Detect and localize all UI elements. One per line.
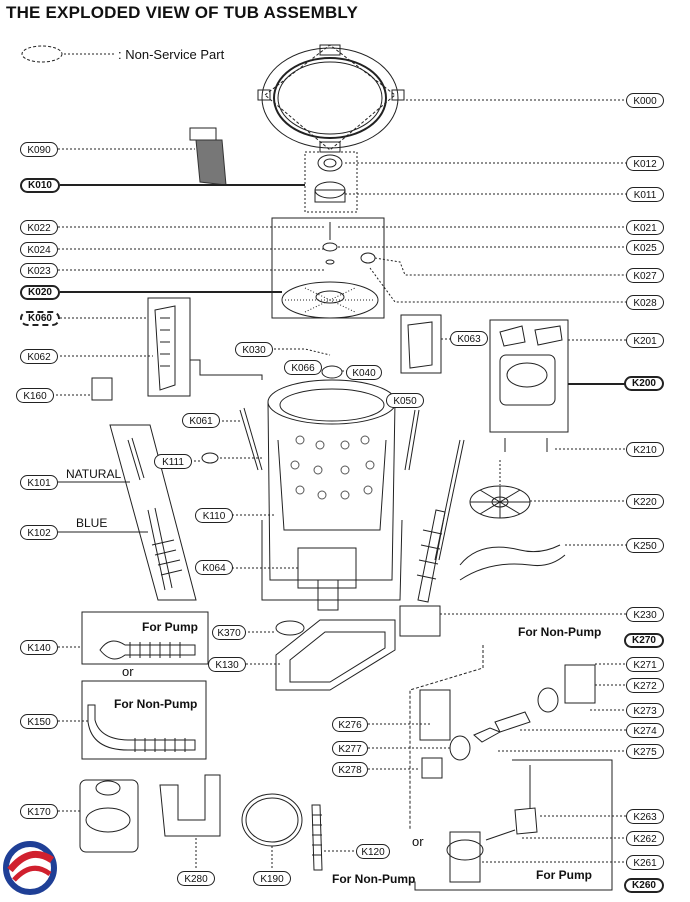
part-label-k011: K011 bbox=[626, 187, 664, 202]
part-label-k140: K140 bbox=[20, 640, 58, 655]
note-for-non-pump-drain: For Non-Pump bbox=[332, 872, 416, 886]
pulley-fan bbox=[469, 485, 531, 519]
part-label-k066: K066 bbox=[284, 360, 322, 375]
part-label-k062: K062 bbox=[20, 349, 58, 364]
part-label-k012: K012 bbox=[626, 156, 664, 171]
note-blue: BLUE bbox=[76, 516, 108, 530]
part-label-k120: K120 bbox=[356, 844, 390, 859]
part-label-k090: K090 bbox=[20, 142, 58, 157]
note-or-hose: or bbox=[122, 664, 134, 679]
part-label-k050: K050 bbox=[386, 393, 424, 408]
note-for-non-pump-valve: For Non-Pump bbox=[518, 625, 602, 639]
note-for-pump-hose: For Pump bbox=[142, 620, 198, 634]
note-or-pump: or bbox=[412, 834, 424, 849]
part-label-k063: K063 bbox=[450, 331, 488, 346]
part-label-k022: K022 bbox=[20, 220, 58, 235]
part-label-k025: K025 bbox=[626, 240, 664, 255]
part-label-k102: K102 bbox=[20, 525, 58, 540]
page-title: THE EXPLODED VIEW OF TUB ASSEMBLY bbox=[6, 3, 358, 22]
part-label-k130: K130 bbox=[208, 657, 246, 672]
part-label-k278: K278 bbox=[332, 762, 368, 777]
part-label-k020: K020 bbox=[20, 285, 60, 300]
part-label-k064: K064 bbox=[195, 560, 233, 575]
part-label-k260: K260 bbox=[624, 878, 664, 893]
part-label-k021: K021 bbox=[626, 220, 664, 235]
part-label-k276: K276 bbox=[332, 717, 368, 732]
part-label-k160: K160 bbox=[16, 388, 54, 403]
legend-non-service-ellipse bbox=[21, 45, 63, 63]
part-label-k170: K170 bbox=[20, 804, 58, 819]
part-label-k200: K200 bbox=[624, 376, 664, 391]
part-label-k250: K250 bbox=[626, 538, 664, 553]
part-label-k272: K272 bbox=[626, 678, 664, 693]
part-label-k263: K263 bbox=[626, 809, 664, 824]
part-label-k150: K150 bbox=[20, 714, 58, 729]
part-label-k271: K271 bbox=[626, 657, 664, 672]
part-label-k273: K273 bbox=[626, 703, 664, 718]
part-label-k190: K190 bbox=[253, 871, 291, 886]
note-for-non-pump-hose: For Non-Pump bbox=[114, 697, 198, 711]
note-natural: NATURAL bbox=[66, 467, 122, 481]
part-label-k275: K275 bbox=[626, 744, 664, 759]
part-label-k030: K030 bbox=[235, 342, 273, 357]
part-label-k023: K023 bbox=[20, 263, 58, 278]
part-label-k370: K370 bbox=[212, 625, 246, 640]
suspension-rods bbox=[239, 407, 465, 603]
part-label-k027: K027 bbox=[626, 268, 664, 283]
part-label-k210: K210 bbox=[626, 442, 664, 457]
part-label-k024: K024 bbox=[20, 242, 58, 257]
part-label-k262: K262 bbox=[626, 831, 664, 846]
part-label-k280: K280 bbox=[177, 871, 215, 886]
part-label-k270: K270 bbox=[624, 633, 664, 648]
lint-filter bbox=[189, 127, 227, 186]
tub-cover-ring bbox=[257, 44, 405, 153]
part-label-k010: K010 bbox=[20, 178, 60, 193]
note-for-pump-valve: For Pump bbox=[536, 868, 592, 882]
part-label-k000: K000 bbox=[626, 93, 664, 108]
legend-label: : Non-Service Part bbox=[118, 47, 225, 62]
part-label-k028: K028 bbox=[626, 295, 664, 310]
part-label-k111: K111 bbox=[154, 454, 192, 469]
part-label-k230: K230 bbox=[626, 607, 664, 622]
part-label-k110: K110 bbox=[195, 508, 233, 523]
wash-tub bbox=[261, 379, 403, 611]
part-label-k040: K040 bbox=[346, 365, 382, 380]
part-label-k101: K101 bbox=[20, 475, 58, 490]
part-label-k274: K274 bbox=[626, 723, 664, 738]
part-label-k201: K201 bbox=[626, 333, 664, 348]
part-label-k220: K220 bbox=[626, 494, 664, 509]
part-label-k061: K061 bbox=[182, 413, 220, 428]
part-label-k277: K277 bbox=[332, 741, 368, 756]
part-label-k060: K060 bbox=[20, 311, 60, 326]
part-label-k261: K261 bbox=[626, 855, 664, 870]
brand-logo bbox=[3, 841, 57, 895]
